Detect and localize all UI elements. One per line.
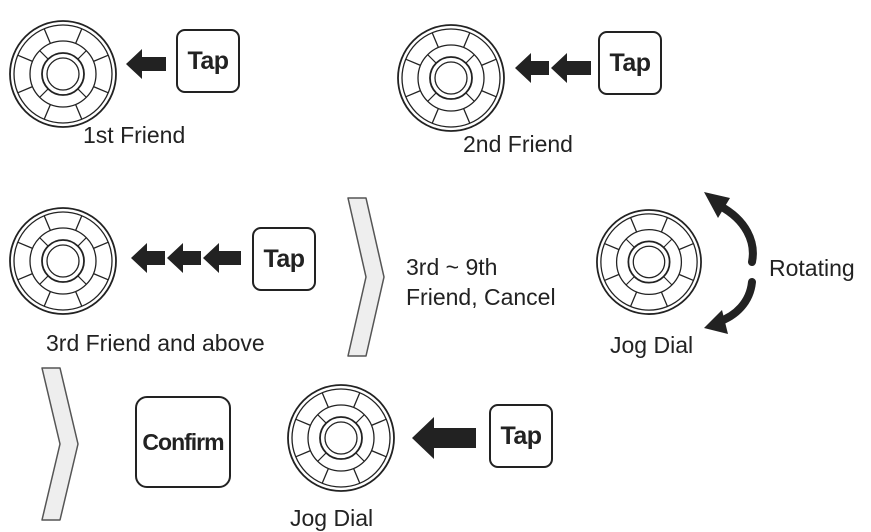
chevron-right-icon [346, 196, 386, 358]
range-label-line2: Friend, Cancel [406, 284, 556, 310]
rotating-label: Rotating [769, 255, 855, 281]
jog-dial-label: Jog Dial [610, 332, 694, 358]
left-arrow-icon [126, 49, 166, 79]
tap-button[interactable]: Tap [176, 29, 240, 93]
second-friend-label: 2nd Friend [463, 131, 573, 157]
left-arrow-icon [131, 243, 241, 273]
jog-dial-icon [285, 382, 397, 494]
left-arrow-icon [412, 417, 476, 459]
chevron-right-icon [40, 366, 80, 522]
jog-dial-icon [594, 207, 704, 317]
tap-button[interactable]: Tap [489, 404, 553, 468]
first-friend-label: 1st Friend [83, 122, 186, 148]
rotate-arrows-icon [690, 190, 770, 340]
tap-button[interactable]: Tap [598, 31, 662, 95]
left-arrow-icon [515, 53, 591, 83]
third-friend-label: 3rd Friend and above [46, 330, 265, 356]
range-label-line1: 3rd ~ 9th [406, 254, 498, 280]
tap-button[interactable]: Tap [252, 227, 316, 291]
jog-dial-label: Jog Dial [290, 505, 374, 531]
jog-dial-icon [395, 22, 507, 134]
jog-dial-icon [7, 205, 119, 317]
confirm-button[interactable]: Confirm [135, 396, 231, 488]
jog-dial-icon [7, 18, 119, 130]
